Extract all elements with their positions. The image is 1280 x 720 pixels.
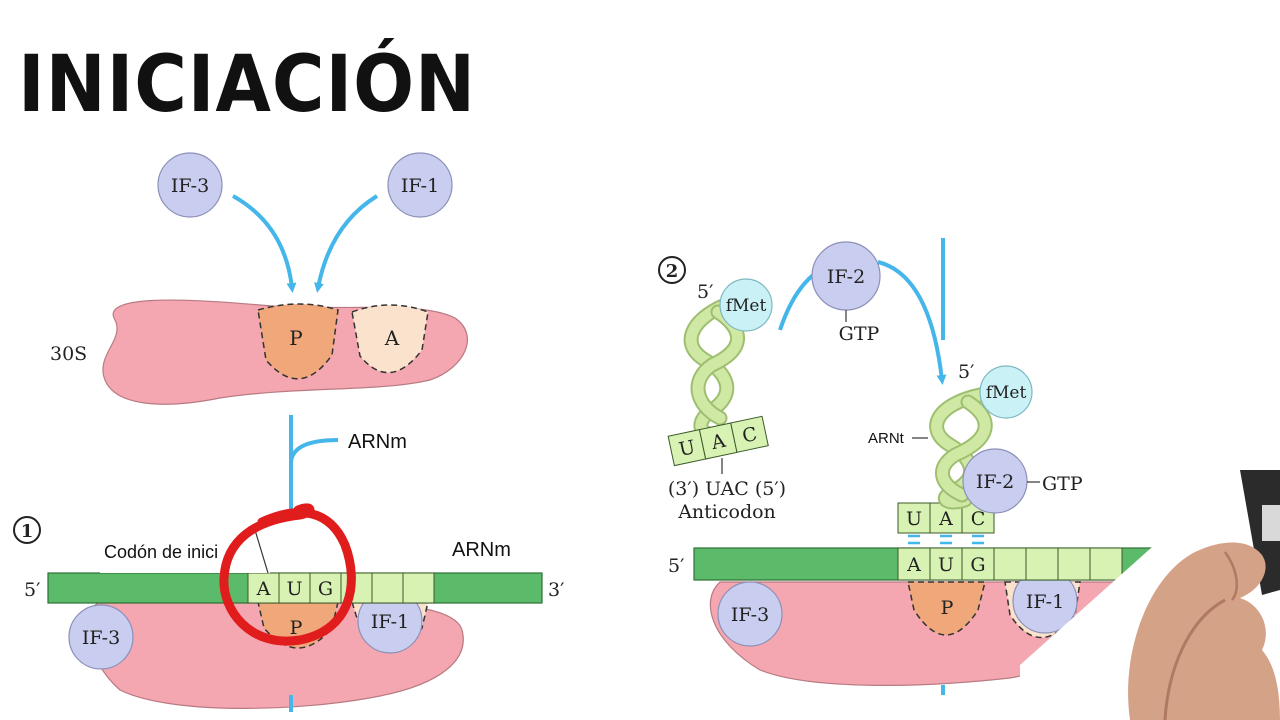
bound-factor-if3-2: IF-3 <box>717 581 783 647</box>
site-a-pocket <box>351 304 429 374</box>
anticodon-free-base-1: U <box>677 436 697 461</box>
subunit-30s-label: 30S <box>50 343 87 365</box>
anticodon-boxes-free: U A C <box>667 415 769 467</box>
fmet-free-label: fMet <box>726 296 767 316</box>
complex-5prime: 5′ <box>958 361 974 383</box>
arrow-if3-to-30s <box>232 194 297 293</box>
bound-factor-if3-label: IF-3 <box>82 627 120 649</box>
trna-5prime: 5′ <box>697 281 713 303</box>
highlight-circle-mark <box>219 503 356 646</box>
gtp-complex-label: GTP <box>1042 473 1083 495</box>
bound-factor-if3-label-2: IF-3 <box>731 604 769 626</box>
mrna-codon-boxes-1 <box>247 572 435 604</box>
fmet-complex-label: fMet <box>986 383 1027 403</box>
factor-if1-label: IF-1 <box>401 175 439 197</box>
anticodon-label: Anticodon <box>677 501 776 523</box>
factor-if1-free: IF-1 <box>387 152 453 218</box>
mrna-label-right: ARNm <box>452 539 511 561</box>
mrna-5prime-2: 5′ <box>668 555 684 577</box>
factor-if2-complex-label: IF-2 <box>976 471 1014 493</box>
bound-site-p-label-2: P <box>941 597 954 619</box>
arrow-if1-to-30s <box>314 194 379 293</box>
step-number-1: 1 <box>21 521 34 542</box>
factor-if2-free-label: IF-2 <box>827 266 865 288</box>
site-p-label: P <box>289 326 302 350</box>
base-pairing <box>908 534 984 545</box>
mrna2-base-1: A <box>906 554 921 576</box>
mrna-label-top: ARNm <box>348 431 407 453</box>
bound-factor-if1-label-2: IF-1 <box>1026 591 1064 613</box>
complex-anticodon-base-3: C <box>971 508 986 530</box>
complex-anticodon-base-2: A <box>938 508 953 530</box>
fmet-complex: fMet <box>979 365 1033 419</box>
mrna2-base-3: G <box>970 554 985 576</box>
trna-label: ARNt <box>868 430 905 447</box>
factor-if3-label: IF-3 <box>171 175 209 197</box>
bound-factor-if1: IF-1 <box>357 588 423 654</box>
panel-1: IF-3 IF-1 P A 30S ARNm 1 P IF-3 <box>13 152 575 712</box>
factor-if3-free: IF-3 <box>157 152 223 218</box>
hand-with-marker-image <box>1128 470 1280 720</box>
site-a-label: A <box>384 326 400 350</box>
codon-base-2: U <box>286 578 302 600</box>
anticodon-free-base-3: C <box>740 423 759 448</box>
page-title: INICIACIÓN <box>18 40 476 130</box>
bound-factor-if1-label: IF-1 <box>371 611 409 633</box>
factor-if2-free: IF-2 <box>811 241 881 311</box>
codon-base-1: A <box>256 578 271 600</box>
anticodon-sequence: (3′) UAC (5′) <box>668 478 786 500</box>
step-number-2: 2 <box>666 261 679 282</box>
arrow-if2-to-complex <box>877 260 947 385</box>
mrna-5prime-1: 5′ <box>24 579 40 601</box>
fmet-free: fMet <box>719 278 773 332</box>
mrna-3prime-1: 3′ <box>548 579 564 601</box>
site-p-pocket <box>257 303 339 380</box>
factor-if2-complex: IF-2 <box>962 448 1028 514</box>
mrna2-base-2: U <box>938 554 954 576</box>
bound-factor-if3: IF-3 <box>68 604 134 670</box>
arrow-mrna-branch <box>289 438 339 463</box>
bound-site-p-label: P <box>290 617 303 639</box>
gtp-free-label: GTP <box>839 323 880 345</box>
start-codon-label: Codón de inici <box>104 542 218 562</box>
trna-complex <box>929 387 993 510</box>
codon-base-3: G <box>318 578 333 600</box>
mrna-codon-boxes-2 <box>897 547 1123 581</box>
anticodon-free-base-2: A <box>708 430 727 455</box>
bound-factor-if1-2: IF-1 <box>1012 568 1078 634</box>
complex-anticodon-base-1: U <box>906 508 922 530</box>
bound-site-p-pocket-2 <box>907 581 986 636</box>
